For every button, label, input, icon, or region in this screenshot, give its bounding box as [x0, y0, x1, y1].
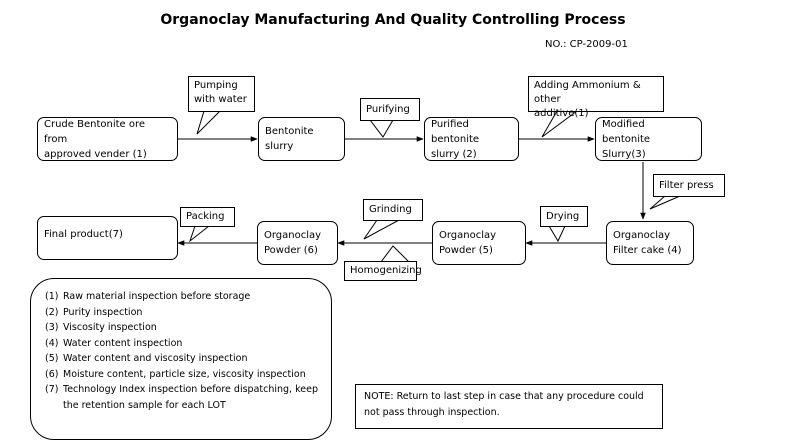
- tail-grinding: [363, 219, 400, 240]
- callout-drying: Drying: [540, 206, 588, 227]
- inspection-item: (4)Water content inspection: [45, 337, 183, 349]
- callout-homogenizing: Homogenizing: [344, 261, 422, 281]
- inspection-item: (6)Moisture content, particle size, visc…: [45, 368, 306, 380]
- inspection-item: (7)Technology Index inspection before di…: [45, 384, 318, 411]
- inspection-item: (5)Water content and viscosity inspectio…: [45, 353, 248, 364]
- step-powder-6: Organoclay Powder (6): [257, 221, 338, 265]
- callout-filter-press: Filter press: [653, 174, 725, 197]
- step-filter-cake: Organoclay Filter cake (4): [606, 221, 694, 265]
- step-label: Modified bentonite Slurry(3): [602, 118, 651, 160]
- inspection-item: (2)Purity inspection: [45, 306, 143, 318]
- tail-drying: [548, 225, 566, 243]
- tail-purifying: [369, 119, 394, 138]
- step-powder-5: Organoclay Powder (5): [432, 221, 526, 265]
- tail-packing: [188, 225, 210, 243]
- tail-pumping: [196, 110, 221, 135]
- inspection-item: (1)Raw material inspection before storag…: [45, 291, 251, 302]
- tail-filter-press: [649, 195, 681, 210]
- inspection-item: (3)Viscosity inspection: [45, 322, 157, 333]
- tail-adding: [541, 110, 578, 138]
- diagram-title: Organoclay Manufacturing And Quality Con…: [160, 12, 626, 28]
- step-label: Organoclay Powder (5): [439, 230, 497, 256]
- step-bentonite-slurry: Bentonite slurry: [258, 117, 345, 161]
- step-label: Final product(7): [44, 229, 123, 240]
- callout-grinding: Grinding: [363, 199, 423, 221]
- step-purified-slurry: Purified bentonite slurry (2): [424, 117, 519, 161]
- tail-homogenizing: [380, 245, 410, 263]
- return-note: NOTE: Return to last step in case that a…: [355, 384, 663, 429]
- document-number: NO.: CP-2009-01: [545, 39, 628, 50]
- callout-pumping: Pumping with water: [188, 76, 255, 112]
- callout-packing: Packing: [180, 207, 235, 227]
- inspection-legend: (1)Raw material inspection before storag…: [30, 278, 332, 440]
- step-label: Bentonite slurry: [265, 126, 314, 152]
- step-modified-slurry: Modified bentonite Slurry(3): [595, 117, 702, 161]
- step-label: Purified bentonite slurry (2): [431, 118, 480, 160]
- step-crude-bentonite: Crude Bentonite ore from approved vender…: [37, 117, 178, 161]
- step-label: Organoclay Powder (6): [264, 230, 322, 256]
- callout-purifying: Purifying: [360, 98, 420, 121]
- callout-adding-ammonium: Adding Ammonium & other additive(1): [528, 76, 664, 119]
- step-label: Organoclay Filter cake (4): [613, 230, 682, 256]
- step-label: Crude Bentonite ore from approved vender…: [44, 118, 147, 160]
- step-final-product: Final product(7): [37, 216, 178, 260]
